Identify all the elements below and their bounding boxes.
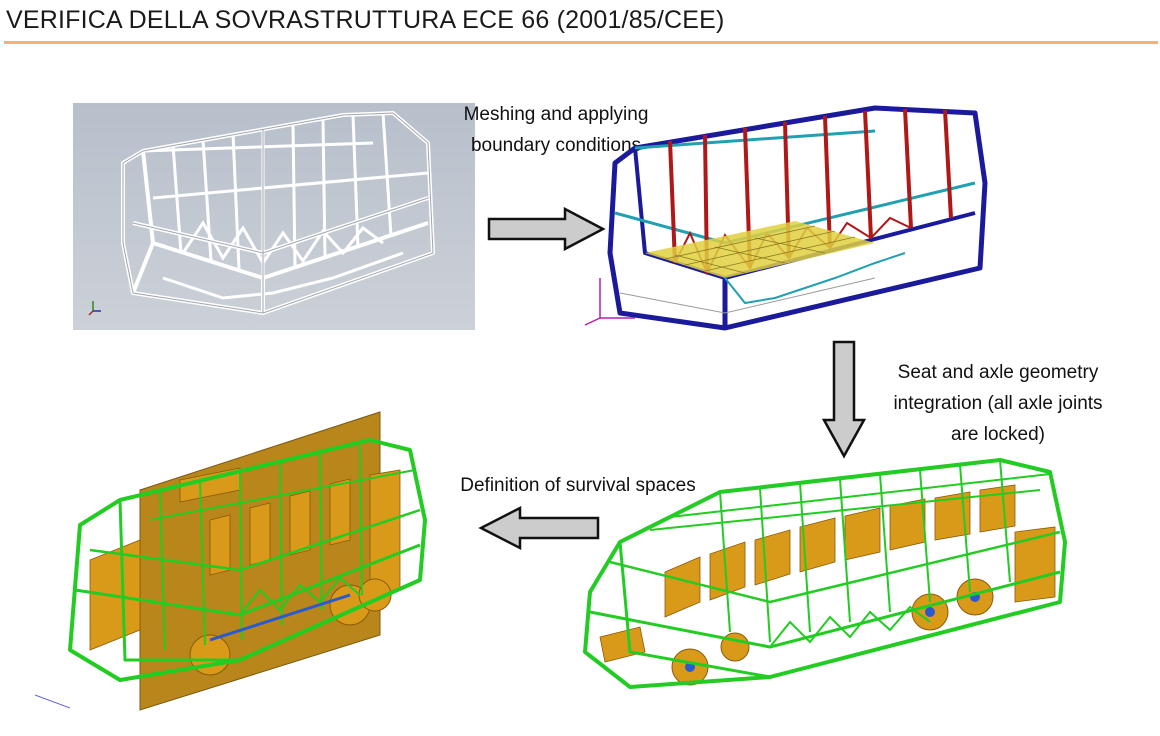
page-title: VERIFICA DELLA SOVRASTRUTTURA ECE 66 (20… bbox=[6, 6, 725, 34]
step-label-seat-axle: Seat and axle geometry integration (all … bbox=[893, 362, 1103, 445]
fe-mesh-render bbox=[575, 103, 995, 338]
arrow-left bbox=[478, 505, 600, 551]
bus-green-survival-space bbox=[34, 411, 427, 711]
cad-frame-render bbox=[73, 103, 475, 330]
bus-frame-white bbox=[88, 111, 435, 316]
step-label-survival-spaces: Definition of survival spaces bbox=[460, 475, 696, 496]
bus-mesh-colored bbox=[584, 105, 988, 331]
seat-axle-render bbox=[570, 452, 1075, 692]
title-underline bbox=[4, 41, 1158, 44]
survival-space-render bbox=[30, 410, 440, 720]
arrow-right bbox=[487, 207, 606, 251]
bus-green-with-seats bbox=[583, 458, 1067, 689]
arrow-down bbox=[822, 340, 866, 459]
step-label-meshing: Meshing and applying boundary conditions bbox=[463, 104, 649, 156]
